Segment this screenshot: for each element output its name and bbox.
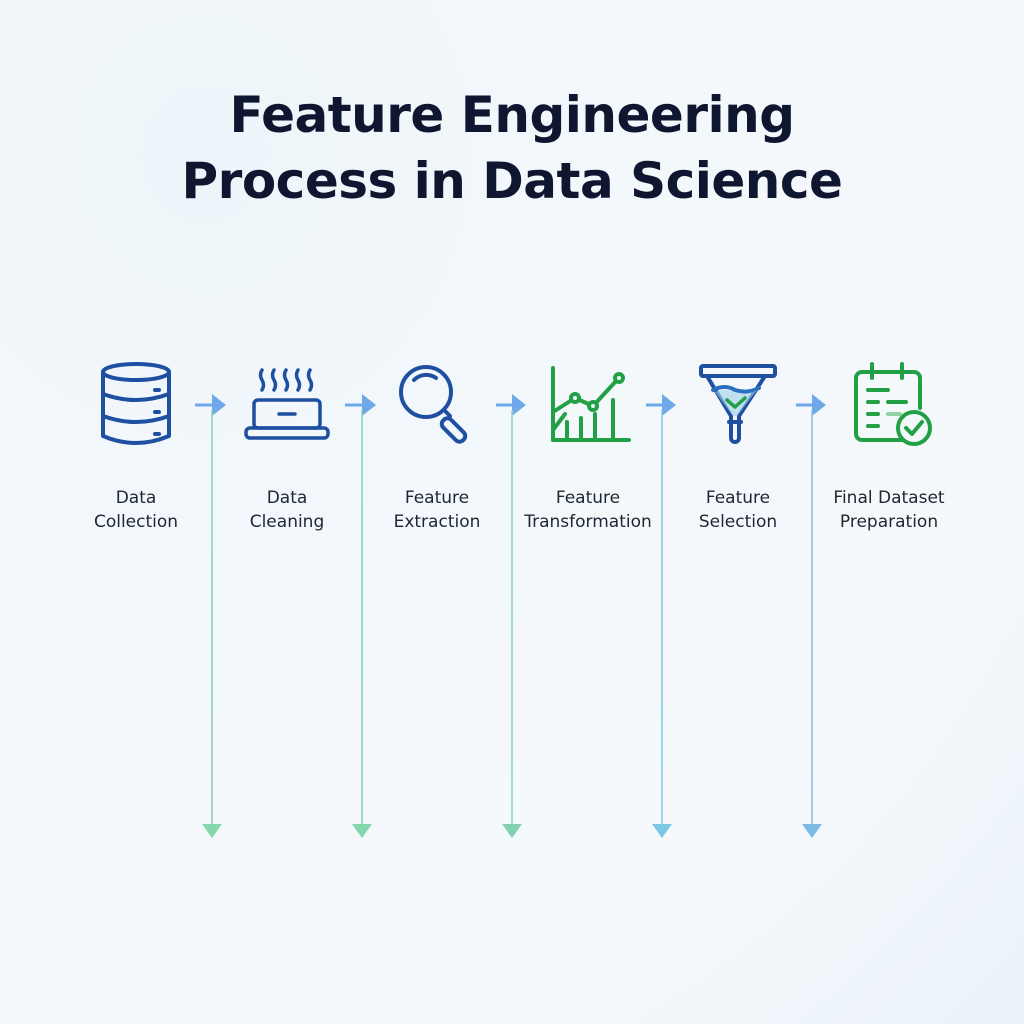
step-final-dataset-preparation: Final Dataset Preparation xyxy=(814,360,964,534)
down-arrow-icon xyxy=(352,824,372,838)
step-feature-selection: Feature Selection xyxy=(663,360,813,534)
connector-2 xyxy=(345,394,376,838)
right-arrow-icon xyxy=(512,394,526,416)
down-arrow-icon xyxy=(202,824,222,838)
right-arrow-icon xyxy=(212,394,226,416)
database-icon xyxy=(101,362,171,445)
checklist-document-icon xyxy=(854,362,932,446)
title-line-2: Process in Data Science xyxy=(181,152,843,210)
step-label: Data Cleaning xyxy=(249,488,325,532)
step-label: Feature Transformation xyxy=(524,488,652,532)
right-arrow-icon xyxy=(812,394,826,416)
right-arrow-icon xyxy=(662,394,676,416)
connector-3 xyxy=(496,394,526,838)
cleaning-device-icon xyxy=(244,368,330,440)
funnel-filter-icon xyxy=(699,364,777,444)
magnifying-glass-icon xyxy=(399,365,468,444)
right-arrow-icon xyxy=(362,394,376,416)
down-arrow-icon xyxy=(652,824,672,838)
chart-trend-icon xyxy=(551,366,631,442)
step-data-cleaning: Data Cleaning xyxy=(212,360,362,534)
step-label: Feature Extraction xyxy=(393,488,481,532)
step-feature-extraction: Feature Extraction xyxy=(362,360,512,534)
connector-1 xyxy=(195,394,226,838)
diagram-title: Feature Engineering Process in Data Scie… xyxy=(0,82,1024,214)
down-arrow-icon xyxy=(502,824,522,838)
connector-5 xyxy=(796,394,826,838)
connector-4 xyxy=(646,394,676,838)
step-label: Data Collection xyxy=(93,488,179,532)
step-feature-transformation: Feature Transformation xyxy=(513,360,663,534)
step-label: Final Dataset Preparation xyxy=(833,488,945,532)
title-line-1: Feature Engineering xyxy=(229,86,795,144)
step-data-collection: Data Collection xyxy=(61,360,211,534)
down-arrow-icon xyxy=(802,824,822,838)
step-label: Feature Selection xyxy=(698,488,778,532)
